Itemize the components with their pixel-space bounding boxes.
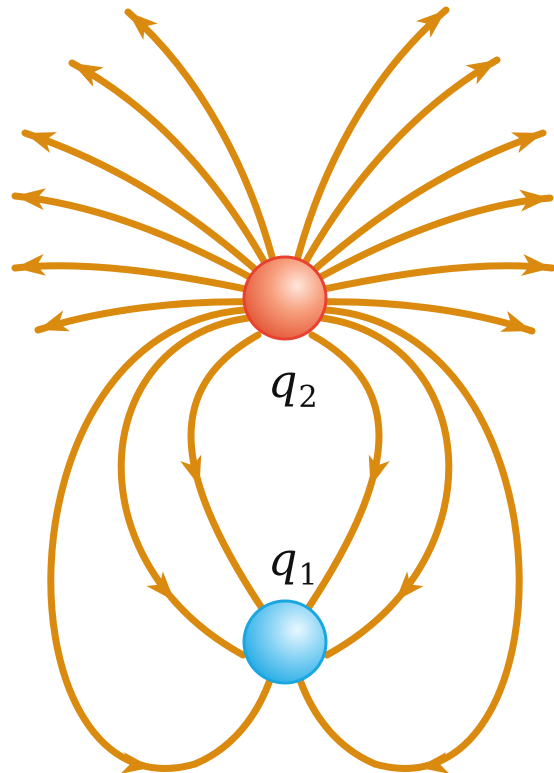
arrowhead-outer-6 [38,310,70,332]
charge-q1-sphere [242,599,328,685]
arrowhead-outer-12 [500,310,532,332]
arrowhead-loop-2 [368,454,390,487]
charge-subscript-q2: 2 [298,380,318,415]
field-line-loop-6 [322,306,523,772]
charge-label-q2: q2 [268,358,318,413]
arrowhead-outer-4 [15,188,46,211]
field-line-outer-4 [11,192,266,288]
charge-q2-sphere [242,255,328,341]
arrowhead-outer-2 [72,63,104,87]
field-line-outer-12 [308,298,536,335]
charges-layer [242,255,328,685]
arrowhead-outer-9 [511,132,543,154]
arrowhead-loop-6 [418,752,449,773]
field-line-outer-1 [124,8,279,272]
arrowhead-loop-4 [395,571,424,602]
arrowhead-outer-5 [15,253,46,276]
charge-symbol-q2: q [268,354,298,408]
field-line-loop-3 [117,314,252,659]
field-line-outer-9 [301,129,547,282]
arrowhead-outer-8 [465,60,497,85]
field-line-outer-10 [304,194,554,288]
field-lines [11,6,554,772]
arrowhead-loop-5 [121,752,152,773]
field-line-loop-2 [281,331,383,646]
arrowhead-outer-10 [519,189,550,212]
field-line-outer-7 [291,6,450,272]
field-line-outer-11 [306,262,554,296]
charge-label-q1: q1 [268,536,318,591]
arrowhead-outer-1 [128,12,158,41]
charge-subscript-q1: 1 [298,558,318,593]
field-line-outer-5 [11,262,264,296]
arrowheads [15,10,552,773]
field-line-loop-4 [318,314,453,659]
arrowhead-outer-3 [25,132,57,154]
field-line-loop-5 [47,306,248,772]
field-line-outer-6 [34,298,262,334]
field-line-link-right [294,670,379,768]
field-line-link-left [191,670,276,768]
field-line-outer-3 [21,129,269,282]
field-line-outer-2 [68,59,274,276]
charge-symbol-q1: q [268,532,298,586]
field-line-loop-1 [187,331,289,646]
arrowhead-outer-7 [416,10,446,38]
arrowhead-loop-3 [146,571,175,602]
field-line-outer-8 [296,56,501,276]
arrowhead-loop-1 [180,454,202,487]
arrowhead-outer-11 [521,253,552,276]
